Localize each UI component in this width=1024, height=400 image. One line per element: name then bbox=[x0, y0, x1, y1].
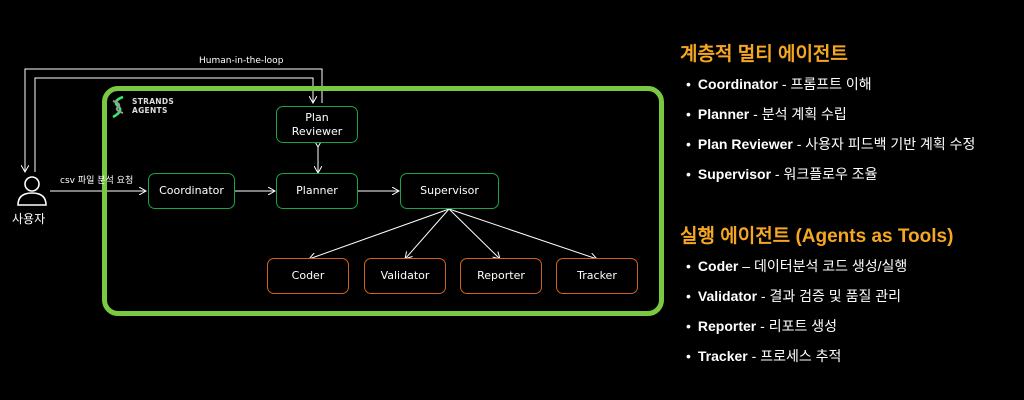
logo-line2: AGENTS bbox=[132, 106, 168, 115]
separator: - bbox=[771, 166, 784, 182]
list-item: • Coder – 데이터분석 코드 생성/실행 bbox=[686, 256, 907, 276]
bullet-icon: • bbox=[686, 76, 691, 92]
agent-name: Planner bbox=[697, 106, 750, 122]
node-planner[interactable]: Planner bbox=[276, 173, 358, 209]
separator: - bbox=[756, 318, 769, 334]
list-item: • Tracker - 프로세스 추적 bbox=[686, 346, 841, 366]
agent-description: 분석 계획 수립 bbox=[761, 106, 847, 122]
bullet-icon: • bbox=[686, 288, 691, 304]
agent-name: Coder bbox=[697, 258, 739, 274]
node-coder[interactable]: Coder bbox=[267, 258, 349, 294]
list-item: • Plan Reviewer - 사용자 피드백 기반 계획 수정 bbox=[686, 134, 975, 154]
agent-name: Supervisor bbox=[697, 166, 772, 182]
agent-description: 프롬프트 이해 bbox=[790, 76, 872, 92]
agent-description: 리포트 생성 bbox=[768, 318, 838, 334]
node-supervisor[interactable]: Supervisor bbox=[400, 173, 499, 209]
supervisor-tracker-arrow bbox=[448, 208, 597, 259]
strands-logo-icon bbox=[112, 95, 124, 119]
node-coordinator[interactable]: Coordinator bbox=[148, 173, 235, 209]
bullet-icon: • bbox=[686, 348, 691, 364]
section-title-execution: 실행 에이전트 (Agents as Tools) bbox=[680, 226, 954, 247]
agent-name: Reporter bbox=[697, 318, 757, 334]
agent-architecture-diagram: STRANDS AGENTS Human-in-the-loop csv 파일 … bbox=[12, 56, 680, 400]
separator: - bbox=[747, 348, 761, 364]
logo-line1: STRANDS bbox=[132, 97, 175, 107]
separator: - bbox=[778, 76, 791, 92]
node-reporter[interactable]: Reporter bbox=[460, 258, 542, 294]
list-item: • Planner - 분석 계획 수립 bbox=[686, 104, 847, 124]
user-label: 사용자 bbox=[12, 212, 46, 226]
node-plan-reviewer[interactable]: Plan Reviewer bbox=[276, 106, 358, 143]
agent-description: 데이터분석 코드 생성/실행 bbox=[753, 258, 908, 274]
agent-name: Tracker bbox=[697, 348, 748, 364]
bullet-icon: • bbox=[686, 136, 691, 152]
agent-description: 워크플로우 조율 bbox=[783, 166, 878, 182]
user-icon bbox=[17, 176, 47, 206]
list-item: • Coordinator - 프롬프트 이해 bbox=[686, 74, 872, 94]
separator: - bbox=[757, 288, 770, 304]
agent-name: Coordinator bbox=[697, 76, 779, 92]
separator: - bbox=[749, 106, 762, 122]
supervisor-coder-arrow bbox=[309, 208, 450, 259]
supervisor-validator-arrow bbox=[405, 208, 450, 259]
description-panel: 계층적 멀티 에이전트 • Coordinator - 프롬프트 이해 • Plann… bbox=[680, 0, 1024, 400]
agent-name: Validator bbox=[697, 288, 758, 304]
agent-description: 프로세스 추적 bbox=[760, 348, 842, 364]
strands-agents-frame bbox=[102, 86, 664, 316]
agent-description: 결과 검증 및 품질 관리 bbox=[769, 288, 901, 304]
separator: – bbox=[738, 258, 754, 274]
connector-layer bbox=[17, 68, 680, 400]
agent-name: Plan Reviewer bbox=[697, 136, 793, 152]
section-title-hierarchical: 계층적 멀티 에이전트 bbox=[680, 44, 848, 65]
list-item: • Reporter - 리포트 생성 bbox=[686, 316, 837, 336]
node-validator[interactable]: Validator bbox=[364, 258, 446, 294]
supervisor-reporter-arrow bbox=[448, 208, 500, 259]
strands-agents-logo: STRANDS AGENTS bbox=[110, 95, 174, 119]
separator: - bbox=[792, 136, 806, 152]
node-tracker[interactable]: Tracker bbox=[556, 258, 638, 294]
list-item: • Supervisor - 워크플로우 조율 bbox=[686, 164, 878, 184]
human-in-the-loop-label: Human-in-the-loop bbox=[199, 56, 284, 66]
list-item: • Validator - 결과 검증 및 품질 관리 bbox=[686, 286, 901, 306]
bullet-icon: • bbox=[686, 166, 691, 182]
request-label: csv 파일 분석 요청 bbox=[60, 176, 134, 186]
agent-description: 사용자 피드백 기반 계획 수정 bbox=[805, 136, 976, 152]
bullet-icon: • bbox=[686, 318, 691, 334]
bullet-icon: • bbox=[686, 106, 691, 122]
bullet-icon: • bbox=[686, 258, 691, 274]
